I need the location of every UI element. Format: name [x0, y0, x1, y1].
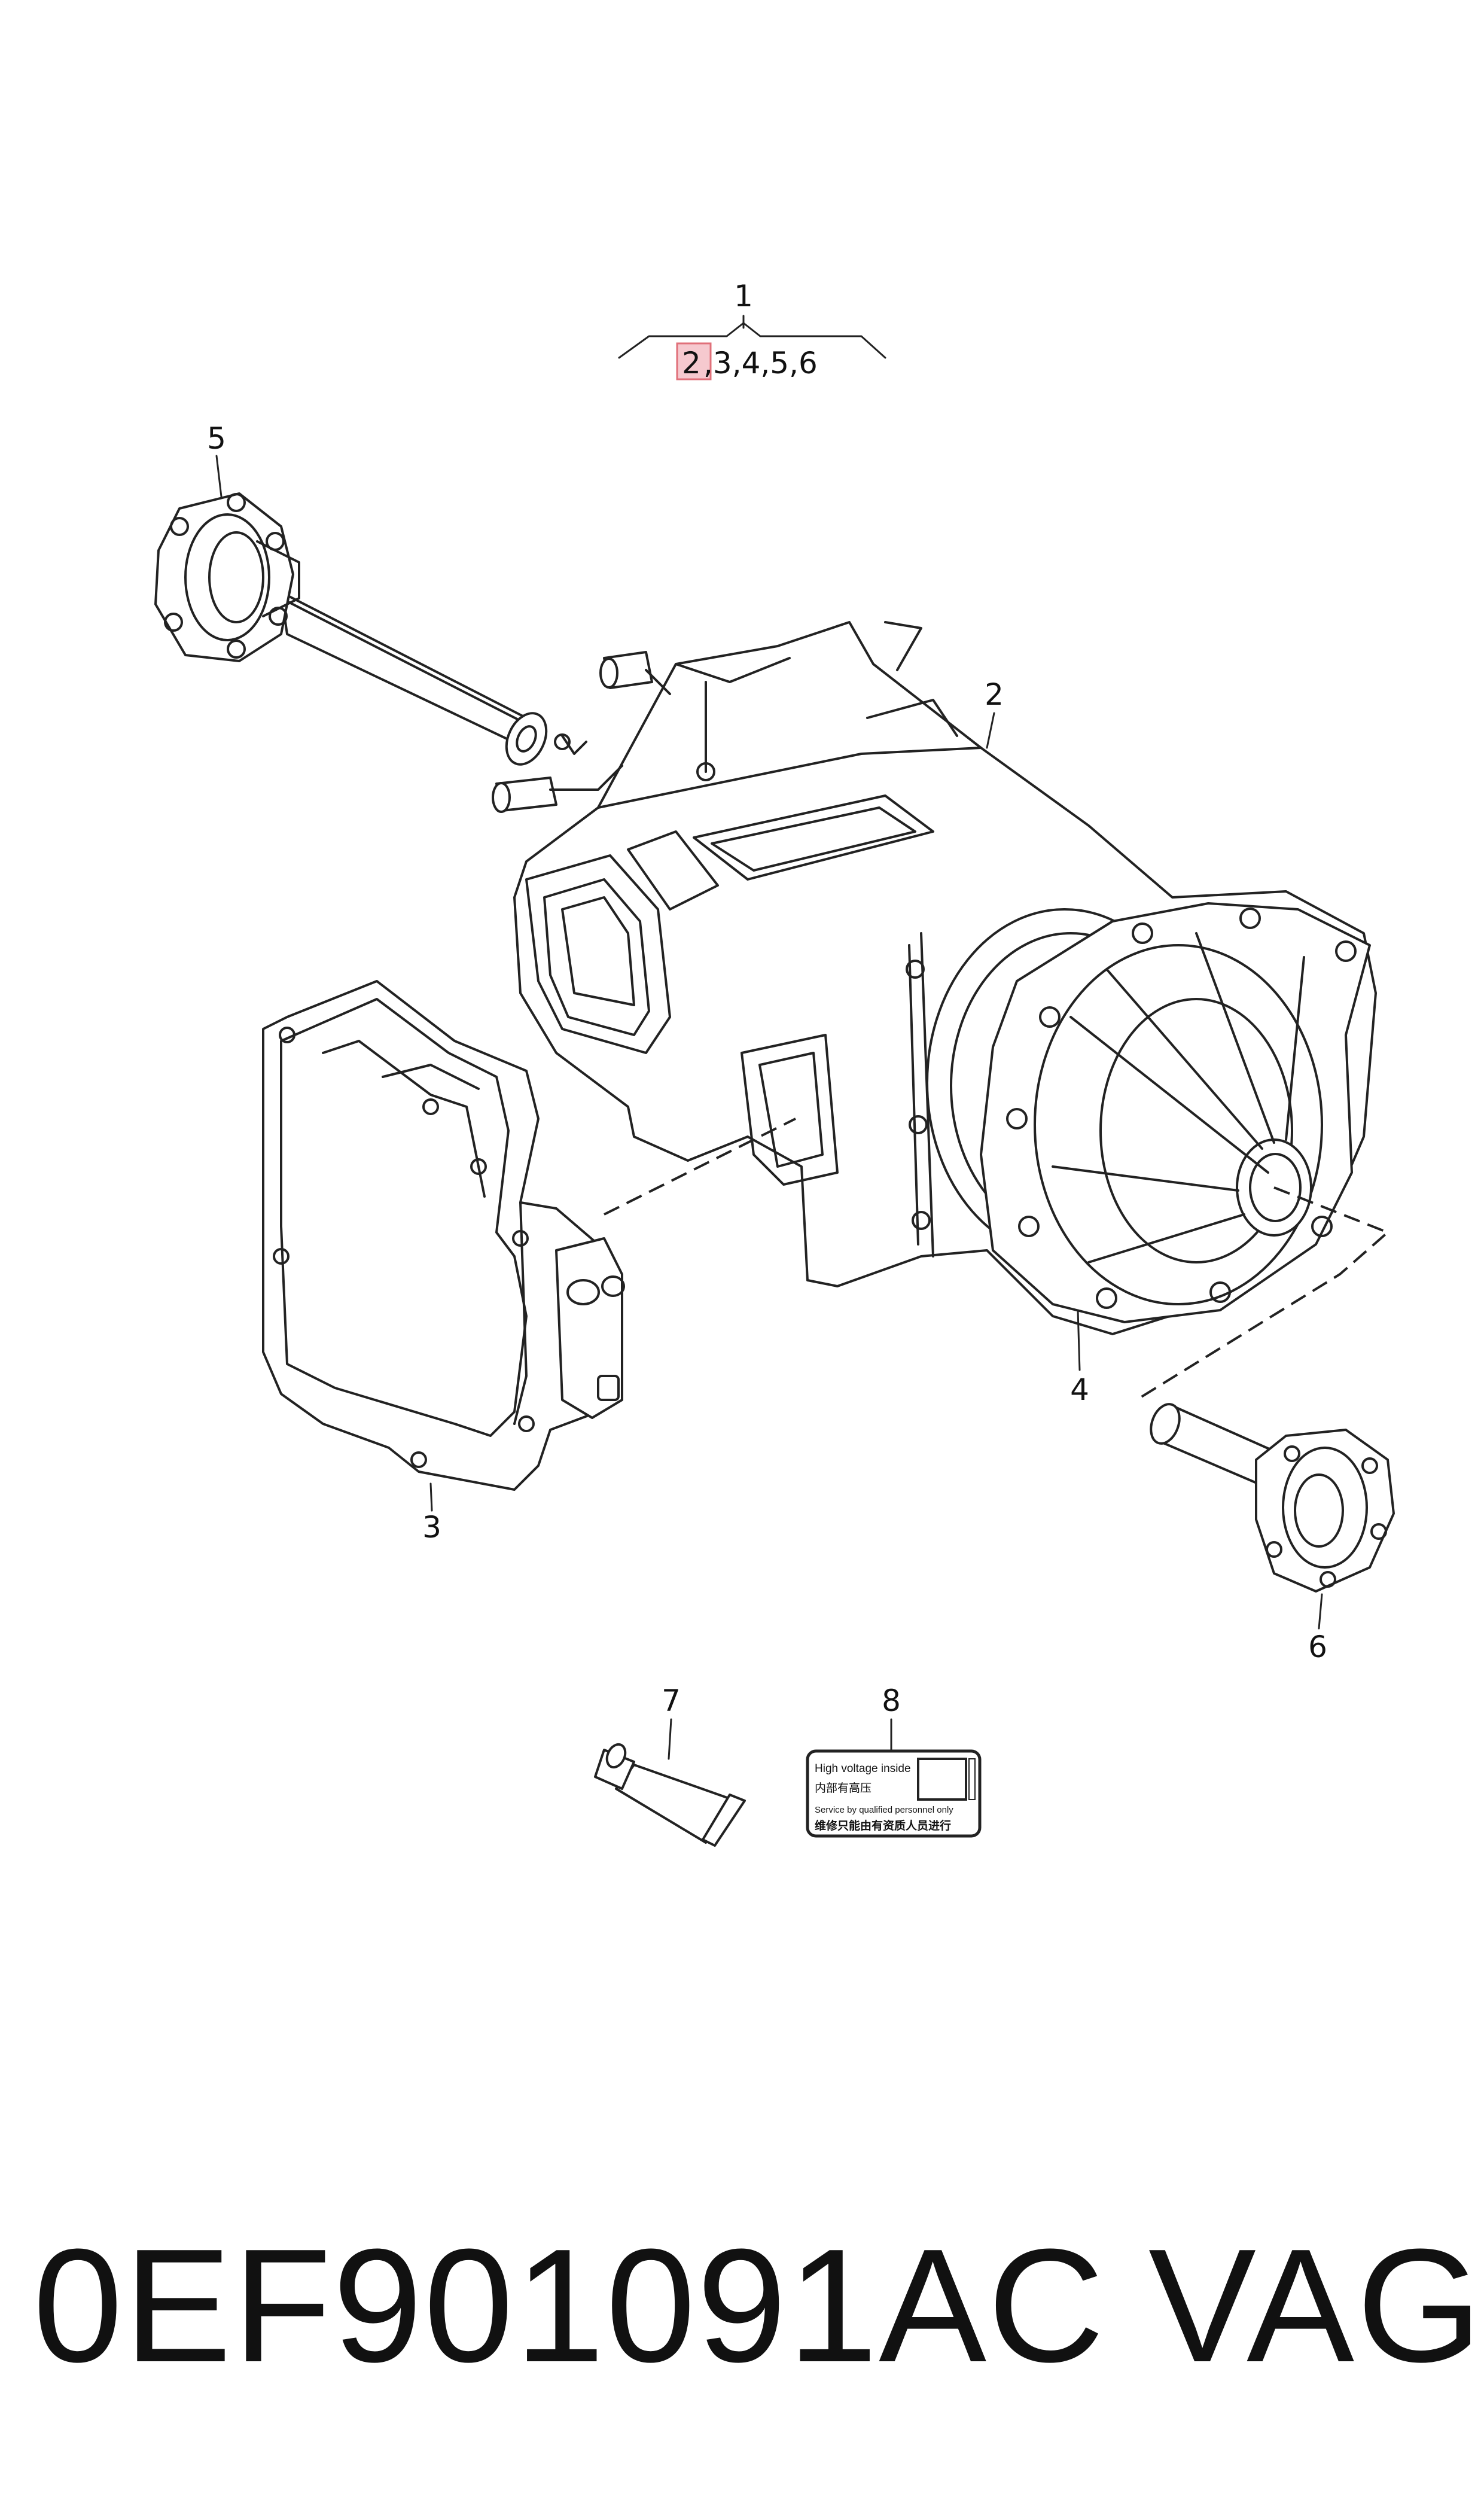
shaft-6-flange — [1255, 1429, 1395, 1593]
left-side-panel — [525, 854, 671, 1054]
callout-list-rest: ,3,4,5,6 — [703, 346, 818, 380]
callout-4: 4 — [1070, 1372, 1089, 1407]
part-5-drive-shaft: 5 — [154, 421, 548, 766]
part-3-power-electronics: 3 — [262, 980, 796, 1545]
callout-3: 3 — [422, 1510, 441, 1545]
dashed-guide-4-6 — [1135, 1186, 1390, 1401]
part-4-gearbox-cover: 4 — [980, 902, 1390, 1407]
callout-1-bracket — [618, 315, 886, 359]
label-line-3: Service by qualified personnel only — [815, 1805, 953, 1815]
part-6-drive-shaft: 6 — [1150, 1403, 1395, 1664]
brand-name: VAG — [1148, 2216, 1484, 2396]
label-line-2: 内部有高压 — [815, 1782, 871, 1795]
callout-1: 1 — [734, 279, 753, 313]
part-number: 0EF901091AC — [33, 2216, 1106, 2396]
shaft-tube — [280, 591, 540, 755]
callout-5-leader — [215, 455, 223, 498]
shaft-end — [505, 712, 548, 766]
callout-8: 8 — [882, 1683, 901, 1718]
pe-connector-block — [555, 1237, 623, 1419]
part-7-sealant-tube: 7 — [594, 1683, 746, 1847]
dashed-guide-3-2 — [604, 1118, 796, 1216]
part-8-warning-label: 8 High voltage inside 内部有高压 Service by q… — [806, 1683, 982, 1838]
highlight-box — [676, 342, 712, 380]
label-symbol-box — [917, 1758, 967, 1801]
callout-6: 6 — [1308, 1630, 1327, 1664]
callout-list-highlighted: 2 — [682, 346, 701, 380]
callout-5: 5 — [207, 421, 226, 456]
callout-7: 7 — [662, 1683, 681, 1718]
callout-4-leader — [1077, 1309, 1081, 1371]
callout-2: 2 — [985, 677, 1004, 712]
callout-7-leader — [668, 1718, 672, 1760]
label-line-4: 维修只能由有资质人员进行 — [815, 1819, 951, 1832]
callout-6-leader — [1318, 1593, 1323, 1630]
top-cover-plate — [693, 794, 934, 881]
callout-2-leader — [986, 712, 995, 749]
callout-3-leader — [429, 1482, 433, 1512]
callout-1-group: 1 2 ,3,4,5,6 — [618, 279, 886, 380]
label-line-1: High voltage inside — [815, 1762, 911, 1775]
